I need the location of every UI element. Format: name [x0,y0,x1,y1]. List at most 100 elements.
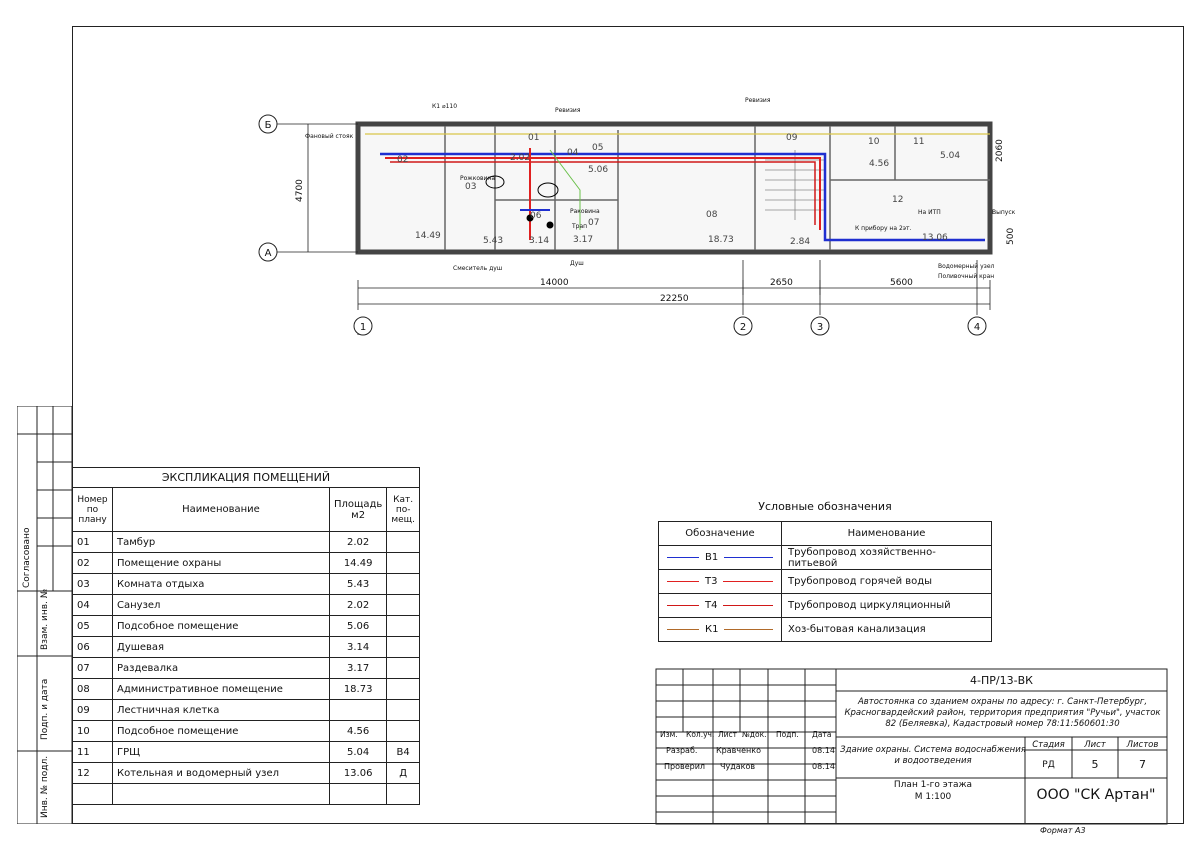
area-08: 18.73 [708,235,734,245]
explication-title: ЭКСПЛИКАЦИЯ ПОМЕЩЕНИЙ [72,467,420,488]
cell-area: 5.04 [328,741,388,763]
area-05: 5.06 [588,165,608,175]
stamp-stage-label: Стадия [1032,740,1065,750]
explication-table: ЭКСПЛИКАЦИЯ ПОМЕЩЕНИЙ Номер по плану Наи… [72,467,420,805]
checker-role: Проверил [664,762,706,771]
dim-5600: 5600 [890,278,913,288]
cell-area: 3.14 [328,636,388,658]
area-06: 3.14 [529,236,549,246]
checker-name: Чудаков [720,762,756,771]
stamp-stage: РД [1042,760,1055,770]
cell-name: Административное помещение [112,678,330,700]
room-num-02: 02 [397,155,408,165]
cell-name: ГРЩ [112,741,330,763]
legend-symbol: В1 [658,545,782,570]
axis-4: 4 [974,322,980,333]
stamp-sheets: 7 [1139,758,1146,771]
dim-4700: 4700 [295,179,305,202]
cell-area: 2.02 [328,531,388,553]
stamp-col-headers: Изм. Кол.уч. Лист №док. Подп. Дата [656,728,837,744]
legend-title: Условные обозначения [758,500,892,513]
cell-name: Подсобное помещение [112,615,330,637]
stamp-code: 4-ПР/13-ВК [970,674,1033,687]
label-meter-node: Водомерный узел [938,263,995,270]
area-04: 2.02 [510,153,530,163]
floor-plan: 02 01 03 04 05 06 07 08 09 10 11 12 14.4… [258,97,1016,336]
cell-area: 18.73 [328,678,388,700]
legend-name: Трубопровод хозяйственно-питьевой [781,545,992,570]
developer-role: Разраб. [666,746,698,755]
legend-code: Т4 [699,600,724,611]
cell-area: 4.56 [328,720,388,742]
cell-name: Помещение охраны [112,552,330,574]
dim-500: 500 [1006,228,1016,245]
cell-num: 05 [72,615,113,637]
room-num-08: 08 [706,210,718,220]
room-num-05: 05 [592,143,603,153]
stamp-sheet-title: План 1-го этажа [893,780,973,790]
stamp-object: Автостоянка со зданием охраны по адресу:… [844,697,1161,729]
room-num-06: 06 [530,211,542,221]
dim-22250: 22250 [660,294,689,304]
cell-name: Подсобное помещение [112,720,330,742]
stamp-row-checker: Проверил Чудаков 08.14 [656,760,837,776]
legend-col1: Обозначение [658,521,782,546]
cell-num: 06 [72,636,113,658]
cell-cat [386,657,420,679]
legend-symbol: Т3 [658,569,782,594]
cell-cat [386,594,420,616]
label-trap: Трап [571,223,587,230]
cell-num: 12 [72,762,113,784]
cell-num: 10 [72,720,113,742]
axis-a: А [265,248,272,259]
col-cat: Кат. по- мещ. [386,487,420,532]
area-09: 2.84 [790,237,810,247]
axis-3: 3 [817,322,823,333]
stamp-sheets-label: Листов [1126,740,1159,750]
cell-cat [386,720,420,742]
room-num-04: 04 [567,148,579,158]
cell-name: Душевая [112,636,330,658]
label-revision-1: Ревизия [555,107,581,114]
cell-cat: Д [386,762,420,784]
cell-area: 3.17 [328,657,388,679]
cell-name: Комната отдыха [112,573,330,595]
cell-area: 5.06 [328,615,388,637]
area-12: 13.06 [922,233,948,243]
cell-area: 13.06 [328,762,388,784]
agreed-label: Согласовано [22,527,32,588]
cell-num: 04 [72,594,113,616]
cell-num: 01 [72,531,113,553]
axis-1: 1 [360,322,366,333]
area-02: 14.49 [415,231,441,241]
cell-num: 03 [72,573,113,595]
cell-name: Раздевалка [112,657,330,679]
format-label: Формат А3 [1040,826,1086,835]
cell-num: 09 [72,699,113,721]
col-kol: Кол.уч. [686,730,715,739]
developer-date: 08.14 [812,746,835,755]
cell-cat [386,699,420,721]
label-to-itp: На ИТП [918,209,941,216]
room-num-12: 12 [892,195,903,205]
label-fan-riser: Фановый стояк [305,133,354,140]
col-area: Площадь м2 [328,487,388,532]
stamp-grid [655,668,1168,825]
inv-podl-label: Инв. № подл. [40,755,50,818]
col-name: Наименование [112,487,330,532]
label-revision-2: Ревизия [745,97,771,104]
col-podp: Подп. [776,730,799,739]
col-izm: Изм. [660,730,678,739]
label-outlet: Выпуск [992,209,1016,216]
legend-symbol: К1 [658,617,782,642]
cell-cat [386,678,420,700]
checker-date: 08.14 [812,762,835,771]
legend-code: К1 [699,624,725,635]
stamp-company: ООО "СК Артан" [1036,787,1156,803]
